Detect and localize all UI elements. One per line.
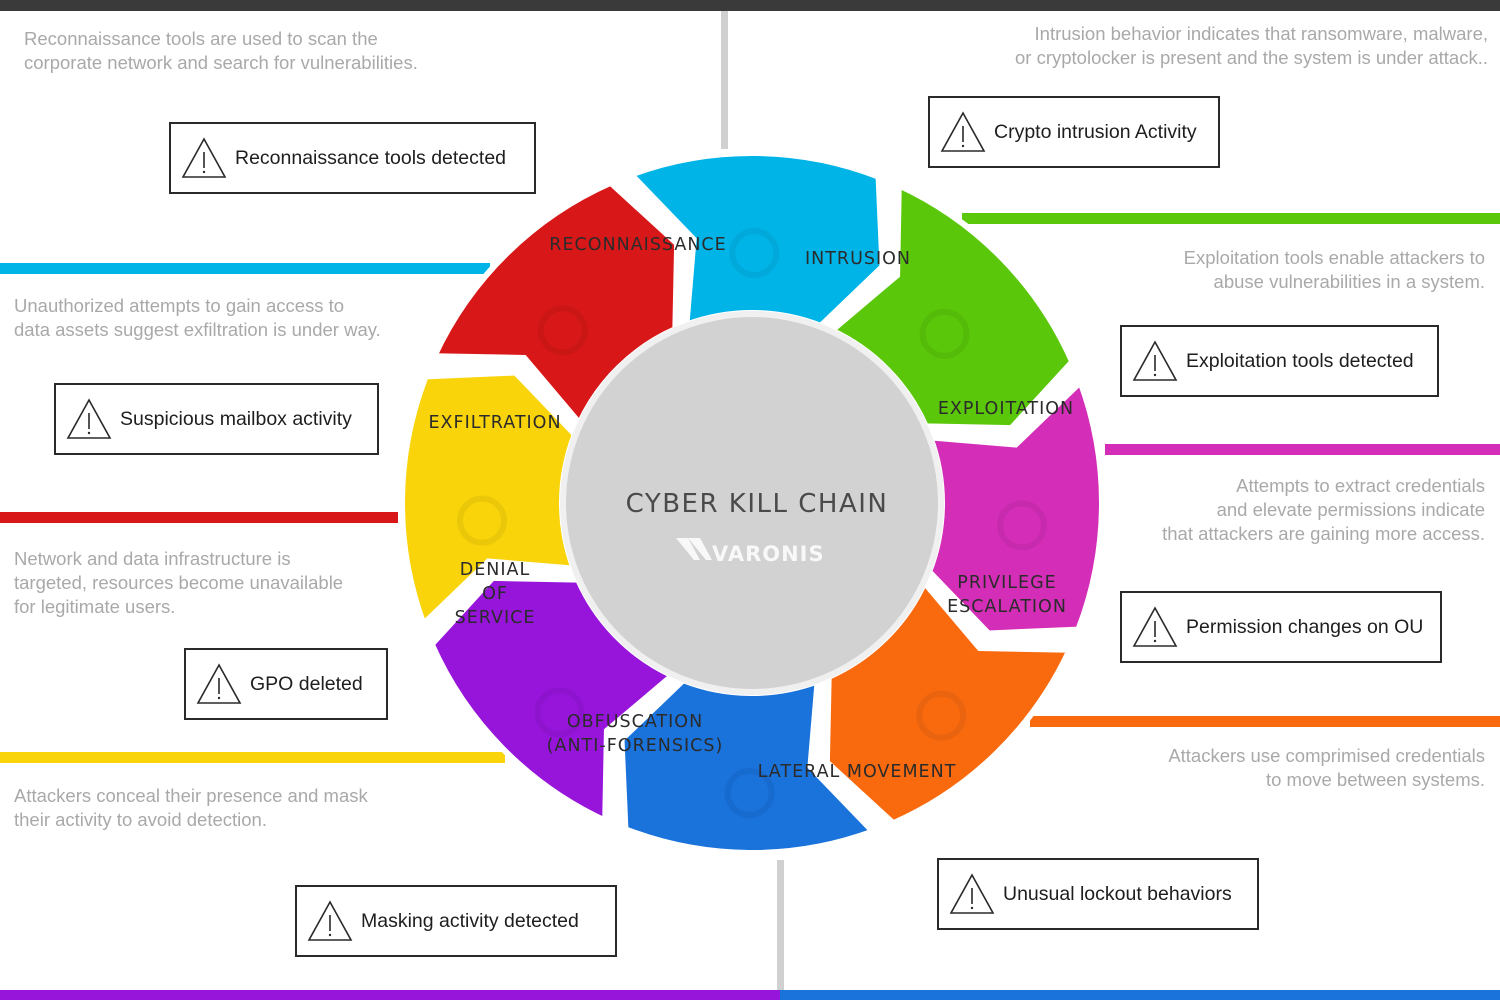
alert-denial-of-service[interactable]: GPO deleted bbox=[184, 648, 388, 720]
alert-lateral-movement[interactable]: Unusual lockout behaviors bbox=[937, 858, 1259, 930]
stage-label-line: SERVICE bbox=[455, 608, 536, 628]
stage-label-exploitation: EXPLOITATION bbox=[938, 399, 1074, 419]
stripe-exploitation bbox=[1105, 444, 1500, 455]
description-lateral-movement: Attackers use comprimised credentials to… bbox=[1168, 745, 1485, 790]
warning-icon bbox=[940, 111, 986, 152]
eraser-icon bbox=[534, 687, 585, 738]
stage-label-line: (ANTI-FORENSICS) bbox=[547, 736, 724, 756]
warning-icon bbox=[949, 873, 995, 914]
alert-label: Exploitation tools detected bbox=[1186, 349, 1414, 372]
warning-icon bbox=[307, 900, 353, 941]
stage-label-privilege-escalation: PRIVILEGE ESCALATION bbox=[947, 573, 1067, 617]
stripe-reconnaissance bbox=[0, 263, 490, 274]
alert-exploitation[interactable]: Exploitation tools detected bbox=[1120, 325, 1439, 397]
alert-label: Reconnaissance tools detected bbox=[235, 146, 507, 169]
warning-icon bbox=[196, 663, 242, 704]
description-reconnaissance: Reconnaissance tools are used to scan th… bbox=[24, 28, 418, 73]
stage-label-line: OBFUSCATION bbox=[567, 712, 703, 732]
description-intrusion: Intrusion behavior indicates that ransom… bbox=[1015, 23, 1488, 68]
alert-privilege-escalation[interactable]: Permission changes on OU bbox=[1120, 591, 1442, 663]
chain-link-icon bbox=[996, 500, 1047, 551]
stage-label-intrusion: INTRUSION bbox=[805, 249, 911, 269]
stage-label-exfiltration: EXFILTRATION bbox=[428, 413, 561, 433]
varonis-logo: VARONIS bbox=[676, 538, 825, 566]
stage-label-line: DENIAL bbox=[460, 560, 531, 580]
alert-label: Masking activity detected bbox=[361, 909, 579, 932]
varonis-logo-mark bbox=[676, 538, 712, 560]
alert-obfuscation[interactable]: Masking activity detected bbox=[295, 885, 617, 957]
stripe-exfiltration bbox=[0, 512, 398, 523]
stage-label-line: OF bbox=[482, 584, 508, 604]
alert-label: Permission changes on OU bbox=[1186, 615, 1424, 638]
warning-icon bbox=[66, 398, 112, 439]
stage-label-line: PRIVILEGE bbox=[957, 573, 1056, 593]
stripe-intrusion bbox=[962, 213, 1500, 224]
description-exfiltration: Unauthorized attempts to gain access to … bbox=[14, 295, 381, 340]
stage-label-line: ESCALATION bbox=[947, 597, 1067, 617]
alert-label: Suspicious mailbox activity bbox=[120, 407, 352, 430]
stage-label-line: EXFILTRATION bbox=[428, 413, 561, 433]
center-title: CYBER KILL CHAIN bbox=[626, 489, 889, 519]
mailbox-icon bbox=[537, 305, 588, 356]
binoculars-icon bbox=[729, 228, 780, 279]
arrows-icon bbox=[724, 767, 775, 818]
stage-label-lateral-movement: LATERAL MOVEMENT bbox=[758, 762, 957, 782]
stripe-lateral-movement bbox=[780, 990, 1500, 1000]
divider-top bbox=[721, 11, 728, 149]
stage-label-line: INTRUSION bbox=[805, 249, 911, 269]
alert-intrusion[interactable]: Crypto intrusion Activity bbox=[928, 96, 1220, 168]
stage-label-line: EXPLOITATION bbox=[938, 399, 1074, 419]
top-bar bbox=[0, 0, 1500, 11]
center-disc-inner bbox=[566, 317, 938, 689]
warning-icon bbox=[181, 137, 227, 178]
fence-icon bbox=[919, 308, 970, 359]
divider-bottom bbox=[777, 860, 784, 990]
stripe-obfuscation bbox=[0, 990, 780, 1000]
stage-label-obfuscation: OBFUSCATION (ANTI-FORENSICS) bbox=[547, 712, 724, 756]
key-icon bbox=[916, 690, 967, 741]
alert-exfiltration[interactable]: Suspicious mailbox activity bbox=[54, 383, 379, 455]
traffic-light-icon bbox=[457, 495, 508, 546]
alert-label: Crypto intrusion Activity bbox=[994, 120, 1197, 143]
stage-label-line: LATERAL MOVEMENT bbox=[758, 762, 957, 782]
description-denial-of-service: Network and data infrastructure is targe… bbox=[14, 548, 344, 617]
stripe-denial-of-service bbox=[0, 752, 505, 763]
alert-label: Unusual lockout behaviors bbox=[1003, 882, 1232, 905]
description-privilege-escalation: Attempts to extract credentials and elev… bbox=[1162, 475, 1485, 544]
warning-icon bbox=[1132, 340, 1178, 381]
alert-label: GPO deleted bbox=[250, 672, 363, 695]
warning-icon bbox=[1132, 606, 1178, 647]
varonis-logo-text: VARONIS bbox=[712, 542, 825, 566]
stage-label-denial-of-service: DENIAL OF SERVICE bbox=[455, 560, 536, 628]
description-exploitation: Exploitation tools enable attackers to a… bbox=[1183, 247, 1485, 292]
stage-label-reconnaissance: RECONNAISSANCE bbox=[549, 235, 726, 255]
stripe-privilege-escalation bbox=[1030, 716, 1500, 727]
description-obfuscation: Attackers conceal their presence and mas… bbox=[14, 785, 368, 830]
alert-reconnaissance[interactable]: Reconnaissance tools detected bbox=[169, 122, 536, 194]
stage-label-line: RECONNAISSANCE bbox=[549, 235, 726, 255]
